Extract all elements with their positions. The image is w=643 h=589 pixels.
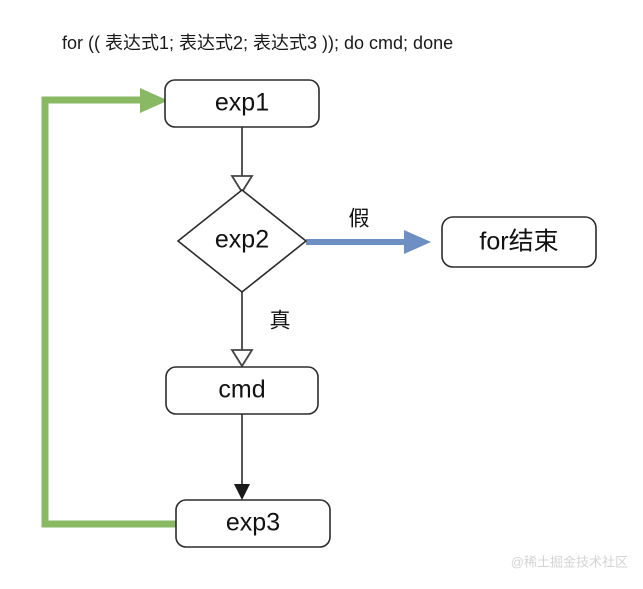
node-exp1-label: exp1 bbox=[215, 89, 269, 117]
edge-exp3-to-exp1 bbox=[41, 88, 176, 528]
edge-exp2-to-forend-arrowhead bbox=[404, 230, 431, 254]
node-exp3[interactable]: exp3 bbox=[175, 499, 331, 548]
node-cmd-shape[interactable] bbox=[165, 366, 319, 415]
node-for-end-shape[interactable] bbox=[441, 216, 597, 268]
node-exp1-shape[interactable] bbox=[164, 79, 320, 128]
node-exp2-shape[interactable] bbox=[176, 188, 308, 294]
node-for-end-label: for结束 bbox=[479, 228, 558, 256]
node-exp1[interactable]: exp1 bbox=[164, 79, 320, 128]
edge-exp2-to-forend: 假 bbox=[306, 208, 431, 254]
node-cmd-label: cmd bbox=[218, 376, 265, 404]
edge-exp1-to-exp2-arrowhead bbox=[230, 175, 254, 194]
diagram-title: for (( 表达式1; 表达式2; 表达式3 )); do cmd; done bbox=[62, 33, 453, 53]
node-exp2[interactable]: exp2 bbox=[176, 188, 308, 294]
edge-exp1-to-exp2 bbox=[230, 127, 254, 194]
node-exp3-label: exp3 bbox=[226, 509, 280, 537]
edge-exp2-to-cmd: 真 bbox=[230, 292, 291, 368]
edge-label-true: 真 bbox=[270, 310, 291, 333]
edge-exp3-to-exp1-line bbox=[41, 96, 176, 528]
node-exp2-label: exp2 bbox=[215, 226, 269, 254]
edge-cmd-to-exp3-arrowhead bbox=[234, 484, 250, 500]
node-for-end[interactable]: for结束 bbox=[441, 216, 597, 268]
edge-cmd-to-exp3 bbox=[234, 414, 250, 500]
node-exp3-shape[interactable] bbox=[175, 499, 331, 548]
edge-label-false: 假 bbox=[349, 208, 370, 231]
node-cmd[interactable]: cmd bbox=[165, 366, 319, 415]
edge-exp2-to-cmd-arrowhead bbox=[230, 349, 254, 368]
watermark: @稀土掘金技术社区 bbox=[511, 554, 628, 569]
edge-exp3-to-exp1-arrowhead bbox=[140, 88, 168, 113]
